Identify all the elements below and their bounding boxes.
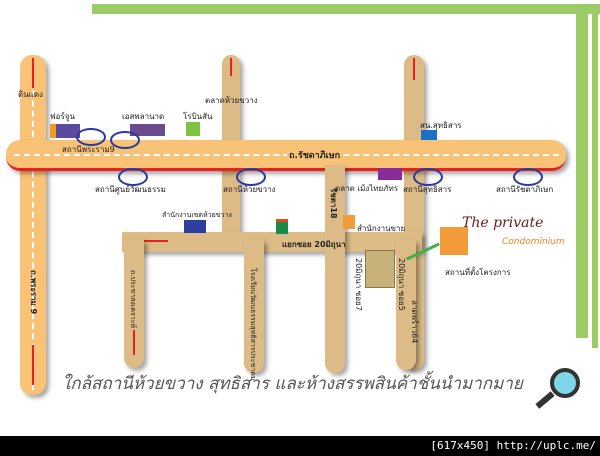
label-road-ratchadaphisek: ถ.รัชดาภิเษก [287,148,343,162]
green-band-right2 [592,8,598,348]
road-school [244,240,264,373]
road-soi5 [396,240,416,370]
tagline: ใกล้สถานีห้วยขวาง สุทธิสาร และห้างสรรพสิ… [62,374,523,394]
label-fortune: ฟอร์จูน [50,112,75,121]
label-din-daeng: ดินแดง [18,90,43,99]
label-soi20: แยกซอย 20มิถุนา [282,240,346,249]
label-soi7: 20มิถุนา ซอย7 [354,258,363,311]
label-project-location: สถานที่ตั้งโครงการ [445,268,511,277]
green-band-top [92,4,600,14]
road-left-branch [124,240,144,368]
lane-dash [14,154,559,156]
robinson-logo [186,122,200,136]
magnifier-icon [550,368,580,398]
police-marker [421,130,437,140]
road-ratchada18 [325,165,345,373]
arrow-up-icon [32,58,34,88]
sales-office-marker [343,215,355,229]
label-ratchada18: รัชดา18 [329,188,338,219]
label-station-sutthisan: สถานีสุทธิสาร [403,185,452,194]
mrt-station-icon [110,131,140,149]
seven-eleven-icon [276,219,288,234]
green-band-right [576,8,588,338]
esplanade-logo [130,124,165,136]
label-sales-office: สำนักงานขาย [357,224,406,233]
footer-text: [617x450] http://uplc.me/ [430,439,596,452]
label-police: สน.สุทธิสาร [420,121,462,130]
label-school: โรงเรียนวัฒนธรรมสุทธิสารประชาคม [249,268,257,381]
label-station-huai-khwang: สถานีห้วยขวาง [223,185,276,194]
arrow-down-icon [133,330,135,355]
arrow-left-icon [138,240,168,242]
project-building-icon [365,250,395,288]
magnifier-handle [535,391,555,409]
arrow-up-icon [413,58,415,80]
label-robinson: โรบินสัน [183,112,213,121]
label-huai-khwang-market: ตลาดห้วยขวาง [205,96,258,105]
market-marker [378,168,402,180]
label-station-culture: สถานีศูนย์วัฒนธรรม [95,185,166,194]
label-pracha: ถ.ประชาสงเคราะห์ [129,270,137,328]
mrt-station-icon [118,168,148,186]
label-esplanade: เอสพลานาด [122,112,165,121]
label-market: ตลาด เม้งไทยภัทร [335,184,399,193]
mrt-station-icon [513,168,543,186]
mrt-station-icon [76,128,106,146]
lane-dash [32,60,34,390]
fortune-logo [50,124,80,138]
label-station-ratchadaphisek: สถานีรัชดาภิเษก [496,185,554,194]
label-soi5: 20มิถุนา ซอย5 [397,258,406,311]
logo-buildings [440,227,468,255]
arrow-down-icon [32,345,34,385]
project-logo: The private Condominium [440,215,570,255]
arrow-up-icon [230,58,232,76]
label-station-rama9: สถานีพระราม9 [62,145,115,154]
label-rama9: ถ.พระราม 9 [29,270,38,315]
mrt-station-icon [413,168,443,186]
label-ladprao64: ลาดพร้าว64 [410,300,419,344]
label-district-office: สำนักงานเขตห้วยขวาง [162,211,232,219]
footer-bar: [617x450] http://uplc.me/ [0,436,600,456]
mrt-station-icon [236,168,266,186]
logo-sub: Condominium [502,237,565,247]
logo-name: The private [462,215,544,231]
road-soi20 [122,232,422,252]
district-office-marker [184,220,206,233]
